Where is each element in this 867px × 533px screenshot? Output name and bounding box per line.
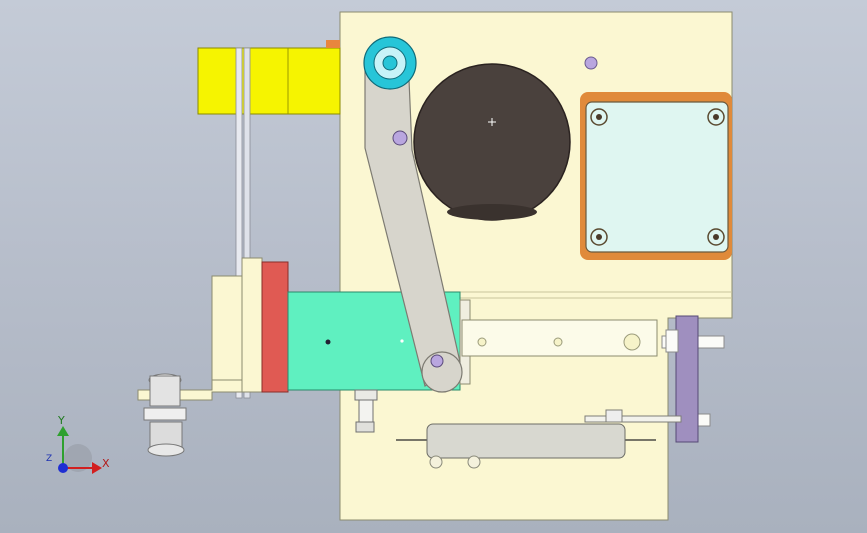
z-axis-label: Z [46, 454, 53, 464]
hub-pulley[interactable] [363, 36, 417, 90]
motor-bolts [590, 108, 725, 246]
x-axis-label: X [102, 457, 110, 470]
pneumatic-cylinder[interactable] [396, 409, 682, 469]
lower-fitting[interactable] [354, 389, 378, 433]
drum-roller[interactable] [413, 63, 571, 221]
vertical-guide-rods [235, 47, 251, 399]
yellow-block[interactable] [197, 40, 341, 115]
left-fitting[interactable] [143, 373, 187, 457]
horizontal-rail[interactable] [461, 319, 658, 357]
motor-assembly[interactable] [580, 56, 732, 260]
triad-arrows [57, 426, 102, 474]
red-block[interactable] [261, 261, 289, 393]
y-axis-label: Y [58, 414, 65, 427]
axis-triad: Y X Z [40, 410, 120, 480]
purple-side-block[interactable] [661, 315, 725, 443]
